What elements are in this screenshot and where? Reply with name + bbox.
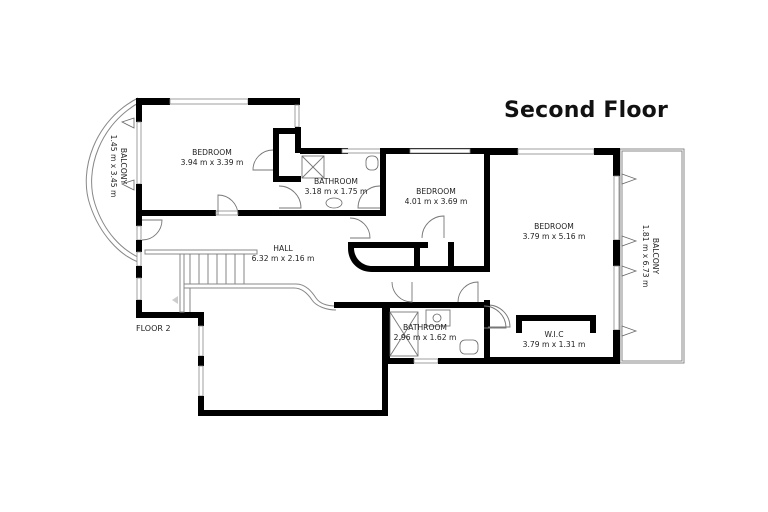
room-name: BATHROOM bbox=[403, 323, 447, 332]
room-dimensions: 3.94 m x 3.39 m bbox=[180, 158, 244, 167]
room-label-bathroom-1: BATHROOM 3.18 m x 1.75 m bbox=[305, 177, 368, 197]
room-label-bathroom-2: BATHROOM 2.96 m x 1.62 m bbox=[394, 323, 457, 343]
page-title: Second Floor bbox=[504, 98, 669, 123]
bedroom-1-walls bbox=[136, 98, 386, 216]
west-balcony-outline bbox=[85, 97, 141, 263]
room-name: BEDROOM bbox=[192, 148, 232, 157]
room-dimensions: 2.96 m x 1.62 m bbox=[393, 333, 457, 342]
room-label-hall: HALL 6.32 m x 2.16 m bbox=[252, 244, 315, 264]
floor-label: FLOOR 2 bbox=[136, 324, 171, 333]
bedroom-3-walls bbox=[484, 148, 620, 364]
stair-treads bbox=[189, 254, 245, 312]
room-name: BALCONY bbox=[119, 147, 128, 185]
bedroom-2-walls bbox=[348, 148, 490, 272]
room-name: BATHROOM bbox=[314, 177, 358, 186]
room-dimensions: 1.81 m x 6.73 m bbox=[641, 224, 650, 288]
room-name: BALCONY bbox=[651, 237, 660, 275]
room-label-bedroom-2: BEDROOM 4.01 m x 3.69 m bbox=[405, 187, 468, 207]
room-label-bedroom-3: BEDROOM 3.79 m x 5.16 m bbox=[523, 222, 586, 242]
room-dimensions: 4.01 m x 3.69 m bbox=[404, 197, 468, 206]
room-label-balcony-east: BALCONY 1.81 m x 6.73 m bbox=[640, 225, 660, 288]
room-dimensions: 6.32 m x 2.16 m bbox=[251, 254, 315, 263]
room-label-wic: W.I.C 3.79 m x 1.31 m bbox=[523, 330, 586, 350]
room-dimensions: 3.79 m x 1.31 m bbox=[522, 340, 586, 349]
bathroom-1-walls bbox=[278, 148, 486, 214]
room-label-bedroom-1: BEDROOM 3.94 m x 3.39 m bbox=[181, 148, 244, 168]
room-name: BEDROOM bbox=[416, 187, 456, 196]
hall-walls bbox=[136, 216, 490, 318]
room-dimensions: 3.79 m x 5.16 m bbox=[522, 232, 586, 241]
room-dimensions: 3.18 m x 1.75 m bbox=[304, 187, 368, 196]
lower-room-walls bbox=[198, 306, 388, 416]
room-name: HALL bbox=[273, 244, 293, 253]
room-dimensions: 1.45 m x 3.45 m bbox=[109, 134, 118, 198]
room-name: BEDROOM bbox=[534, 222, 574, 231]
room-name: W.I.C bbox=[544, 330, 564, 339]
room-label-balcony-west: BALCONY 1.45 m x 3.45 m bbox=[108, 135, 128, 198]
